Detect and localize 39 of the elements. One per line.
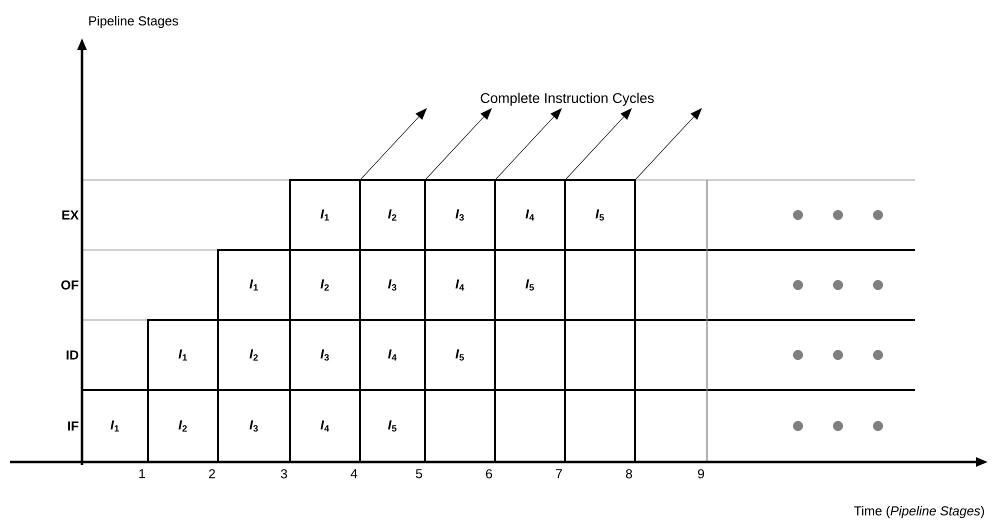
arrow: [426, 108, 492, 180]
instruction-cell: I$_{5}$: [494, 249, 566, 321]
instruction-cell: I$_{5}$: [424, 319, 496, 391]
instruction-cell: I$_{1}$: [289, 179, 361, 251]
stage-label: EX: [62, 210, 79, 220]
instruction-cell: I$_{3}$: [359, 249, 426, 321]
instruction-cell: I$_{5}$: [359, 389, 426, 463]
instruction-cell: I$_{1}$: [217, 249, 291, 321]
axis-title: Time (Pipeline Stages): [854, 506, 984, 518]
callout-text: Complete Instruction Cycles: [480, 92, 654, 106]
instruction-cell: I$_{3}$: [217, 389, 291, 463]
axis-title: Pipeline Stages: [89, 16, 178, 28]
instruction-cell: I$_{4}$: [359, 319, 426, 391]
arrow: [566, 108, 632, 180]
instruction-cell: I$_{4}$: [289, 389, 361, 463]
instruction-cell: I$_{2}$: [359, 179, 426, 251]
instruction-cell: I$_{3}$: [424, 179, 496, 251]
instruction-cell: I$_{3}$: [289, 319, 361, 391]
tick-label: 3: [280, 469, 288, 478]
tick-label: 2: [209, 469, 215, 478]
arrow: [360, 108, 427, 180]
instruction-cell: I$_{4}$: [424, 249, 496, 321]
instruction-cell: I$_{2}$: [217, 319, 291, 391]
arrow: [636, 108, 702, 180]
tick-label: 9: [698, 469, 704, 478]
tick-label: 8: [626, 469, 632, 478]
instruction-cell: I$_{2}$: [289, 249, 361, 321]
instruction-cell: I$_{4}$: [494, 179, 566, 251]
tick-label: 7: [556, 469, 562, 478]
stage-label: ID: [66, 350, 78, 360]
stage-label: OF: [61, 280, 78, 290]
arrow: [496, 108, 562, 180]
tick-label: 4: [350, 469, 358, 478]
instruction-cell: I$_{1}$: [81, 389, 149, 463]
instruction-cell: I$_{1}$: [147, 319, 219, 391]
instruction-cell: I$_{5}$: [564, 179, 636, 251]
tick-label: 6: [486, 469, 492, 478]
tick-label: 1: [139, 469, 145, 478]
instruction-cell: I$_{2}$: [147, 389, 219, 463]
